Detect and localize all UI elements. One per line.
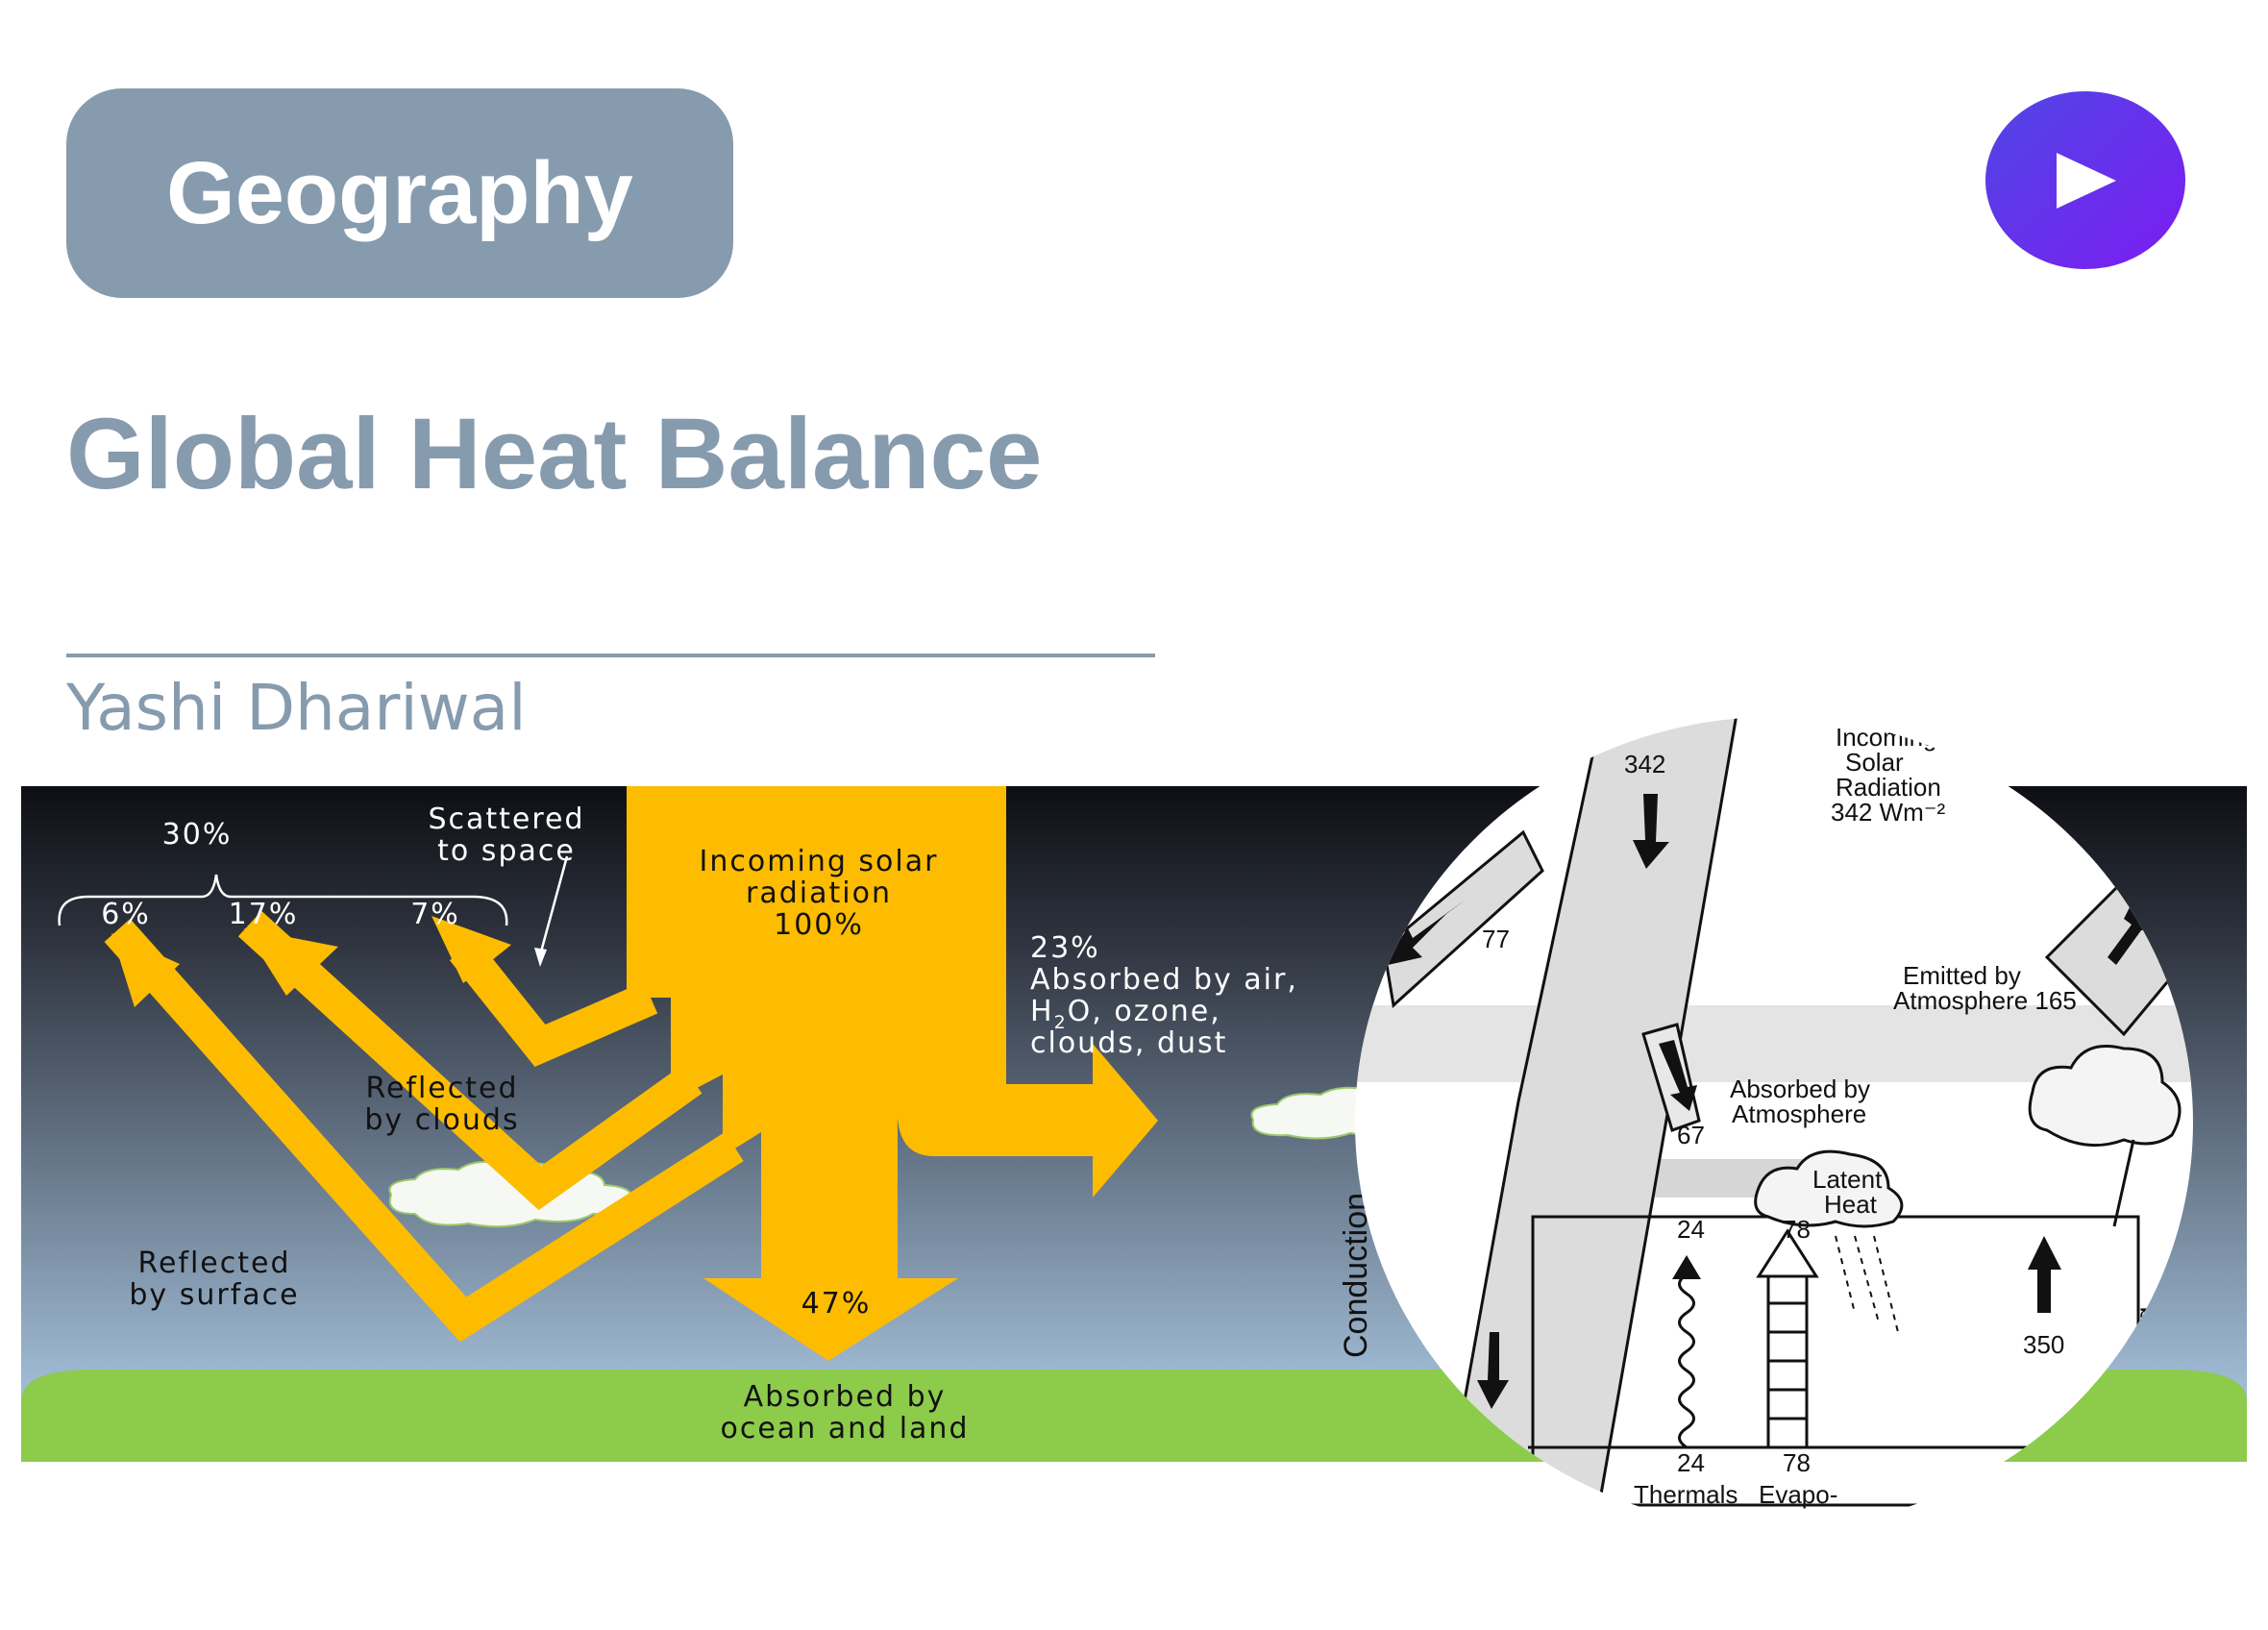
- inset-arrow-350: [2028, 1236, 2061, 1313]
- inset-thermals-head: [1672, 1255, 1701, 1279]
- inset-label-emitted-1: Emitted by: [1903, 961, 2021, 990]
- label-incoming-2: radiation: [746, 877, 892, 910]
- arrow-scattered-head: [431, 916, 511, 983]
- inset-label-evapo: Evapo-: [1759, 1480, 1837, 1509]
- inset-rain-3: [1873, 1235, 1899, 1333]
- scattered-pointer-head: [534, 948, 547, 967]
- page-title: Global Heat Balance: [66, 398, 1043, 510]
- scattered-pointer: [538, 855, 569, 956]
- label-reflected-surface-1: Reflected: [137, 1247, 290, 1280]
- label-scattered-2: to space: [437, 834, 576, 868]
- label-absorbed-ground-1: Absorbed by: [744, 1380, 947, 1414]
- category-badge: Geography: [66, 88, 733, 298]
- play-icon: [2057, 152, 2116, 209]
- label-absorbed-air-3: clouds, dust: [1030, 1026, 1227, 1060]
- inset-label-latent-2: Heat: [1824, 1190, 1878, 1219]
- inset-label-78-bottom: 78: [1783, 1448, 1811, 1477]
- label-23pct: 23%: [1030, 931, 1100, 965]
- label-scattered-1: Scattered: [428, 803, 584, 836]
- label-47pct: 47%: [801, 1287, 872, 1321]
- inset-label-absorbed-2: Atmosphere: [1732, 1099, 1866, 1128]
- label-6pct: 6%: [101, 898, 151, 931]
- inset-label-78-top: 78: [1783, 1215, 1811, 1244]
- arrow-scattered: [449, 938, 658, 1067]
- inset-label-24-bottom: 24: [1677, 1448, 1705, 1477]
- inset-arrow-down-left: [1477, 1332, 1509, 1409]
- inset-label-77: 77: [1482, 925, 1510, 953]
- inset-latent-cloud: [1754, 1149, 1904, 1228]
- zoom-inset: Incoming Solar Radiation 342 Wm⁻² 342 77…: [1355, 717, 2193, 1528]
- inset-label-emitted-2: Atmosphere 165: [1893, 986, 2077, 1015]
- inset-incoming-beam: [1430, 717, 1741, 1528]
- label-incoming-1: Incoming solar: [700, 845, 939, 878]
- label-17pct: 17%: [229, 898, 299, 931]
- inset-label-incoming-4: 342 Wm⁻²: [1831, 798, 1946, 827]
- arrow-clouds-head: [244, 928, 338, 996]
- label-absorbed-ground-2: ocean and land: [721, 1412, 970, 1445]
- inset-label-67: 67: [1677, 1121, 1705, 1149]
- label-7pct: 7%: [410, 898, 460, 931]
- inset-rain-2: [1854, 1235, 1880, 1323]
- brace-30pct: [58, 874, 508, 926]
- label-reflected-surface-2: by surface: [129, 1278, 299, 1312]
- play-button[interactable]: [1985, 91, 2185, 269]
- title-divider: [66, 654, 1155, 657]
- label-absorbed-air-1: Absorbed by air,: [1030, 963, 1298, 997]
- label-reflected-clouds-1: Reflected: [365, 1072, 518, 1105]
- inset-arrow-342: [1633, 794, 1669, 869]
- inset-label-350: 350: [2023, 1330, 2064, 1359]
- inset-label-latent-1: Latent: [1812, 1165, 1883, 1194]
- inset-right-wall: [2112, 1139, 2135, 1227]
- inset-label-342: 342: [1624, 750, 1665, 778]
- inset-label-incoming-3: Radiation: [1836, 773, 1941, 802]
- inset-arrow-67: [1659, 1040, 1697, 1111]
- inset-reflected-beam: [1382, 829, 1544, 1008]
- arrow-surface-head: [111, 933, 180, 1007]
- inset-label-thermals: Thermals: [1634, 1480, 1738, 1509]
- inset-label-24-top: 24: [1677, 1215, 1705, 1244]
- inset-label-incoming-2: Solar: [1845, 748, 1904, 777]
- label-reflected-clouds-2: by clouds: [364, 1103, 519, 1137]
- incoming-solar-arrow: [627, 786, 1158, 1361]
- arrow-clouds: [237, 910, 703, 1211]
- inset-rain-1: [1835, 1235, 1856, 1314]
- label-30pct: 30%: [162, 818, 233, 852]
- inset-label-long: Long: [2131, 1306, 2162, 1371]
- inset-thermals-wave: [1678, 1272, 1695, 1449]
- inset-arrow-77: [1379, 900, 1466, 967]
- author-name: Yashi Dhariwal: [66, 671, 527, 745]
- label-incoming-3: 100%: [774, 908, 864, 942]
- inset-latent-head: [1756, 1228, 1819, 1278]
- label-absorbed-air-2: H2O, ozone,: [1030, 995, 1221, 1033]
- inset-label-absorbed-1: Absorbed by: [1730, 1074, 1870, 1103]
- arrow-surface: [104, 919, 744, 1343]
- inset-cloud-right: [2028, 1045, 2182, 1148]
